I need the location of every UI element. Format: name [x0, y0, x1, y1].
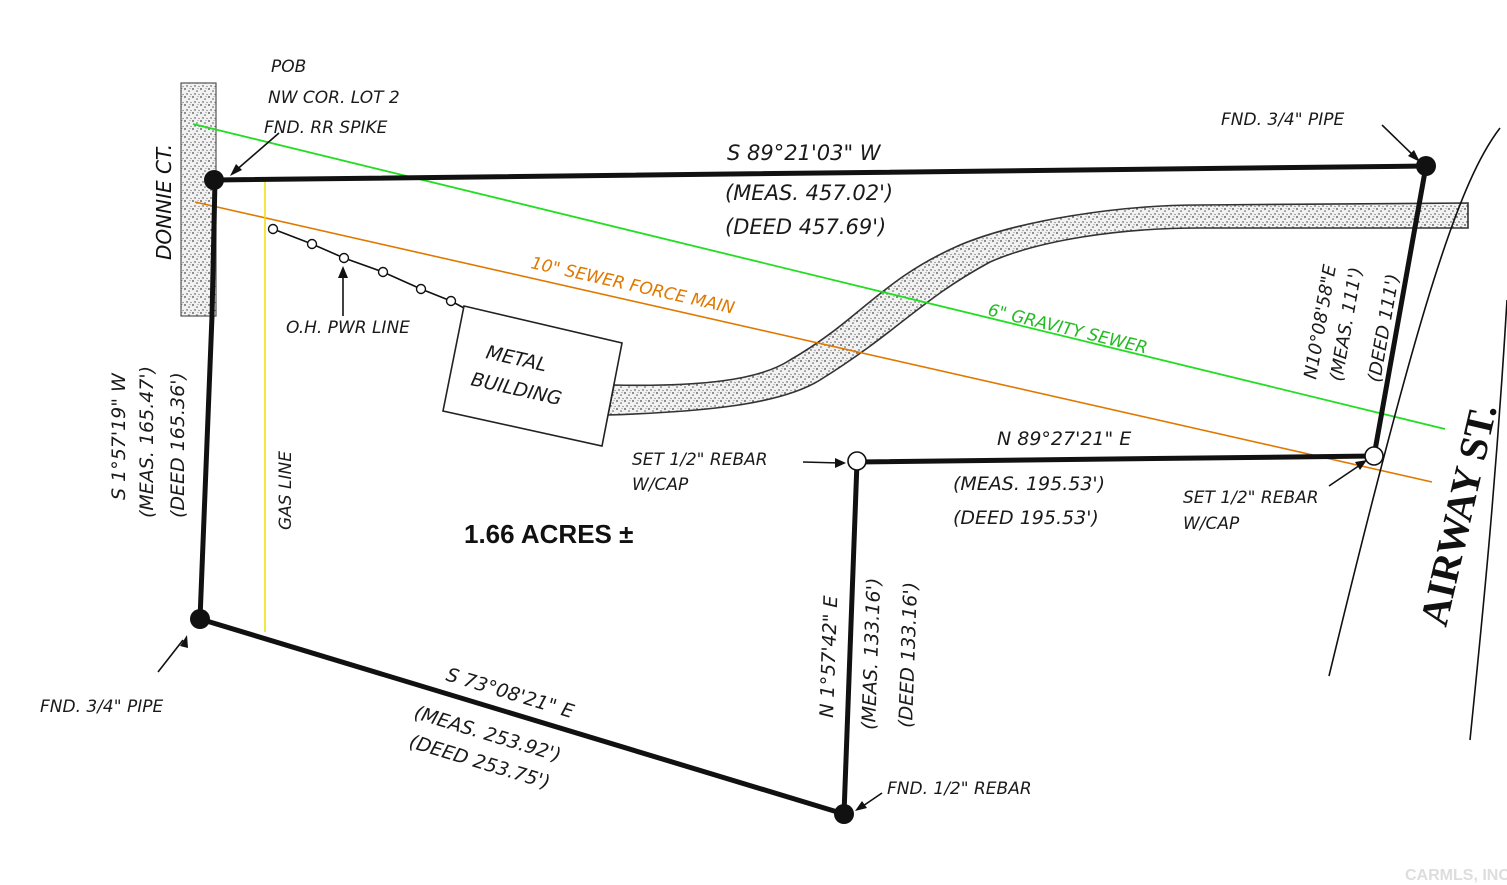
inner-w-rebar-label: SET 1/2" REBAR [632, 450, 768, 470]
airway-st-edge-line [1469, 299, 1507, 741]
west-deed: (DEED 165.36') [167, 372, 189, 518]
inner-horizontal-meas: (MEAS. 195.53') [953, 473, 1105, 495]
pob-label-spike: FND. RR SPIKE [264, 118, 388, 138]
corner-inner-e-rebar-marker [1364, 446, 1384, 466]
inner-horizontal-bearing: N 89°27'21" E [997, 428, 1131, 450]
s-corner-label: FND. 1/2" REBAR [887, 779, 1032, 799]
corner-pob-marker [204, 170, 224, 190]
inner-vertical-bearing: N 1°57'42" E [816, 595, 842, 718]
airway-st-row-line [1328, 127, 1501, 677]
inner-vertical-meas: (MEAS. 133.16') [858, 577, 885, 730]
inner-w-rebar-cap: W/CAP [632, 475, 689, 495]
gas-line-label: GAS LINE [276, 451, 296, 530]
force-main-line [194, 201, 1433, 483]
north-bearing: S 89°21'03" W [727, 141, 882, 165]
power-pole [377, 266, 389, 278]
donnie-ct-gravel-strip [180, 82, 217, 317]
gravity-sewer-label: 6" GRAVITY SEWER [986, 300, 1150, 358]
north-deed: (DEED 457.69') [725, 215, 886, 239]
sw-corner-label: FND. 3/4" PIPE [40, 697, 163, 717]
ne-corner-label: FND. 3/4" PIPE [1221, 110, 1344, 130]
watermark: CARMLS, INC [1405, 867, 1507, 884]
gravity-sewer-line [192, 123, 1446, 430]
power-pole [306, 238, 318, 250]
power-pole [415, 283, 427, 295]
power-pole [445, 295, 457, 307]
property-boundary [197, 163, 1429, 817]
power-line [267, 223, 465, 309]
gravel-driveway [607, 202, 1469, 416]
corner-sw-pipe-marker [190, 609, 210, 629]
power-pole [267, 223, 279, 235]
power-line-label: O.H. PWR LINE [286, 318, 410, 338]
inner-e-rebar-label: SET 1/2" REBAR [1183, 488, 1319, 508]
leader-arrows [157, 124, 1420, 811]
pob-label-lot: NW COR. LOT 2 [268, 88, 400, 108]
west-meas: (MEAS. 165.47') [136, 366, 158, 518]
west-bearing: S 1°57'19" W [108, 372, 130, 500]
north-meas: (MEAS. 457.02') [725, 181, 893, 205]
metal-building [442, 305, 623, 447]
corner-ne-pipe-marker [1416, 156, 1436, 176]
inner-e-rebar-cap: W/CAP [1183, 514, 1240, 534]
corner-inner-w-rebar-marker [847, 451, 867, 471]
corner-s-rebar-marker [834, 804, 854, 824]
pob-label: POB [271, 57, 306, 77]
power-pole [338, 252, 350, 264]
area-label: 1.66 ACRES ± [464, 519, 633, 549]
street-label-donnie-ct: DONNIE CT. [152, 144, 176, 260]
inner-horizontal-deed: (DEED 195.53') [953, 507, 1099, 529]
force-main-label: 10" SEWER FORCE MAIN [529, 253, 737, 318]
inner-vertical-deed: (DEED 133.16') [895, 582, 922, 729]
